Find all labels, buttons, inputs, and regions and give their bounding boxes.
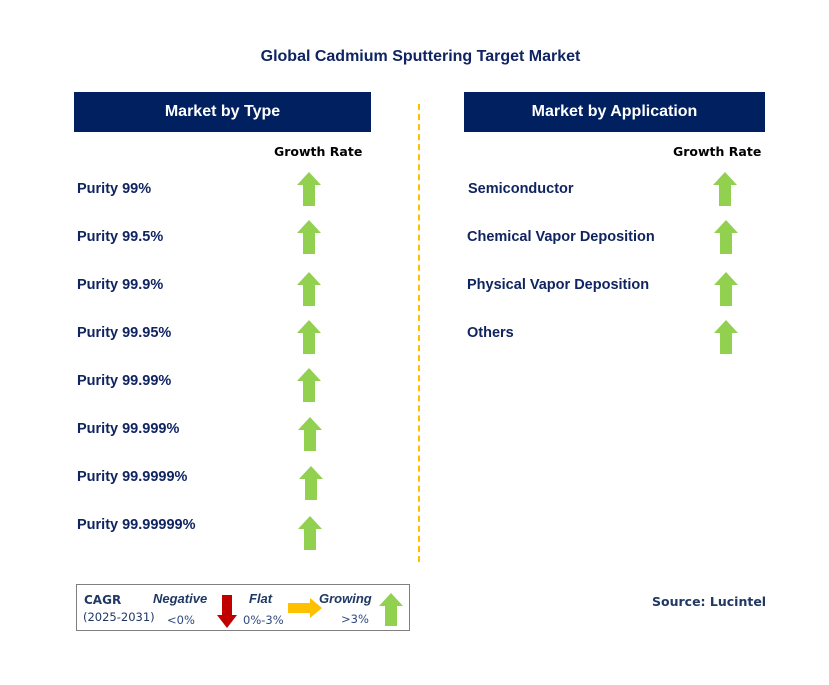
market-by-application-header: Market by Application [464,92,765,132]
type-item-label: Purity 99.99% [77,373,172,389]
application-growth-rate-label: Growth Rate [673,144,762,159]
type-item-label: Purity 99% [77,181,152,197]
type-item-label: Purity 99.99999% [77,517,196,533]
application-item-label: Chemical Vapor Deposition [467,229,655,245]
type-item-label: Purity 99.9999% [77,469,188,485]
up-arrow-icon [714,272,738,306]
up-arrow-icon [714,320,738,354]
application-item-label: Semiconductor [468,181,574,197]
up-arrow-icon [297,272,321,306]
legend-flat-range: 0%-3% [243,613,284,627]
legend-cagr-label: CAGR [84,593,122,607]
up-arrow-icon [714,220,738,254]
legend-negative-label: Negative [153,591,208,606]
type-item-label: Purity 99.9% [77,277,164,293]
type-item-label: Purity 99.5% [77,229,164,245]
chart-title: Global Cadmium Sputtering Target Market [260,48,581,65]
cagr-legend: CAGR (2025-2031) Negative <0% Flat 0%-3%… [76,584,410,631]
up-arrow-icon [297,220,321,254]
type-growth-rate-label: Growth Rate [274,144,363,159]
down-arrow-icon [217,595,237,628]
application-item-label: Physical Vapor Deposition [467,277,650,293]
type-item-label: Purity 99.95% [77,325,172,341]
legend-period: (2025-2031) [83,610,155,624]
up-arrow-icon [298,417,322,451]
legend-negative-range: <0% [167,613,195,627]
up-arrow-icon [297,172,321,206]
application-item-label: Others [467,325,514,341]
legend-growing-label: Growing [319,591,372,606]
dashed-divider [418,104,420,562]
source-label: Source: Lucintel [652,594,767,609]
up-arrow-icon [299,466,323,500]
legend-flat-label: Flat [249,591,273,606]
market-by-type-header: Market by Type [74,92,371,132]
up-arrow-icon [298,516,322,550]
right-arrow-icon [288,598,322,618]
type-item-label: Purity 99.999% [77,421,180,437]
legend-growing-range: >3% [341,612,369,626]
up-arrow-icon [379,593,403,626]
up-arrow-icon [297,320,321,354]
up-arrow-icon [713,172,737,206]
up-arrow-icon [297,368,321,402]
